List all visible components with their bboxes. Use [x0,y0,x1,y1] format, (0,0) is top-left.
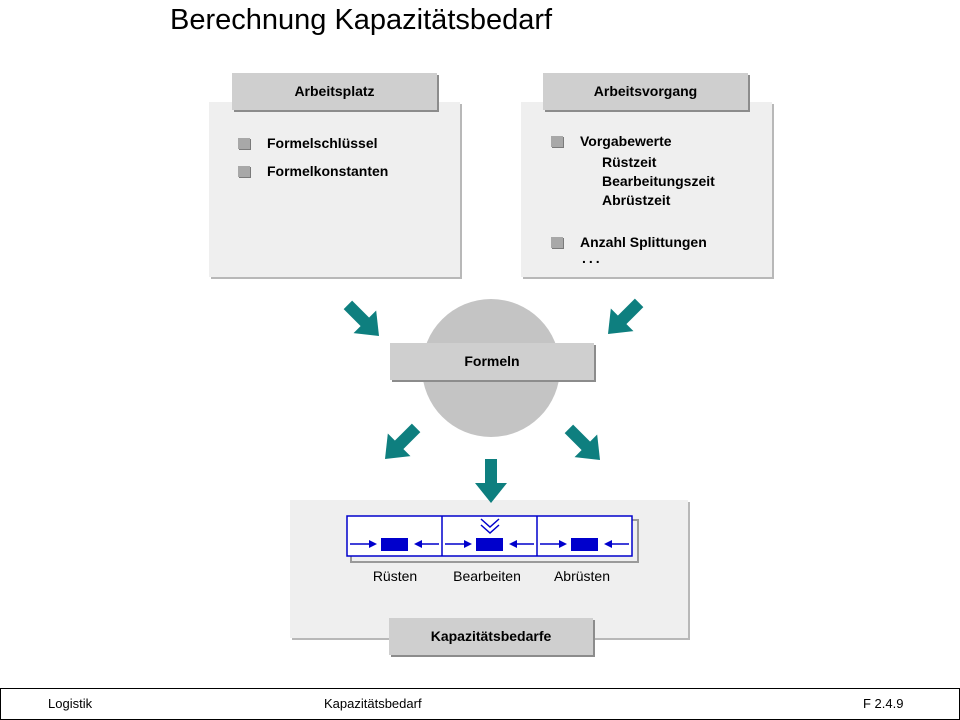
footer-center: Kapazitätsbedarf [324,696,422,711]
arrow-icon [475,459,507,503]
arrow-icon [557,417,612,472]
subitem-bearbeitungszeit: Bearbeitungszeit [602,173,715,189]
arrow-icon [596,291,651,346]
arbeitsvorgang-panel [521,102,772,277]
abruesten-block [571,538,598,551]
ruesten-block [381,538,408,551]
footer-left: Logistik [48,696,93,711]
bullet-icon [238,137,250,149]
bullet-icon [551,236,563,248]
bullet-icon [238,165,250,177]
arbeitsplatz-item-formelschluessel: Formelschlüssel [238,135,378,151]
arbeitsvorgang-tab: Arbeitsvorgang [543,73,748,110]
footer-right: F 2.4.9 [863,696,904,711]
label-ruesten: Rüsten [372,568,418,584]
arbeitsplatz-tab: Arbeitsplatz [232,73,437,110]
arrow-icon [336,293,391,348]
item-label: Formelkonstanten [267,163,389,179]
footer-bar: Logistik Kapazitätsbedarf F 2.4.9 [0,688,960,720]
subitem-abruestzeit: Abrüstzeit [602,192,671,208]
capacity-timeline [346,515,639,563]
chevron-down-icon [480,518,500,529]
arbeitsvorgang-item-anzahl-splittungen: Anzahl Splittungen [551,234,707,250]
item-label: Anzahl Splittungen [580,234,707,250]
bullet-icon [551,135,563,147]
formeln-tab: Formeln [390,343,594,380]
kapazitaet-tab: Kapazitätsbedarfe [389,618,593,655]
page-title: Berechnung Kapazitätsbedarf [170,4,553,36]
arbeitsplatz-panel [209,102,460,277]
bearbeiten-block [476,538,503,551]
label-abruesten: Abrüsten [553,568,611,584]
item-label: Formelschlüssel [267,135,378,151]
subitem-ruestzeit: Rüstzeit [602,154,657,170]
ellipsis: ... [582,250,603,266]
label-bearbeiten: Bearbeiten [453,568,521,584]
arrow-icon [373,416,428,471]
arbeitsvorgang-item-vorgabewerte: Vorgabewerte [551,133,672,149]
arbeitsplatz-item-formelkonstanten: Formelkonstanten [238,163,388,179]
item-label: Vorgabewerte [580,133,672,149]
